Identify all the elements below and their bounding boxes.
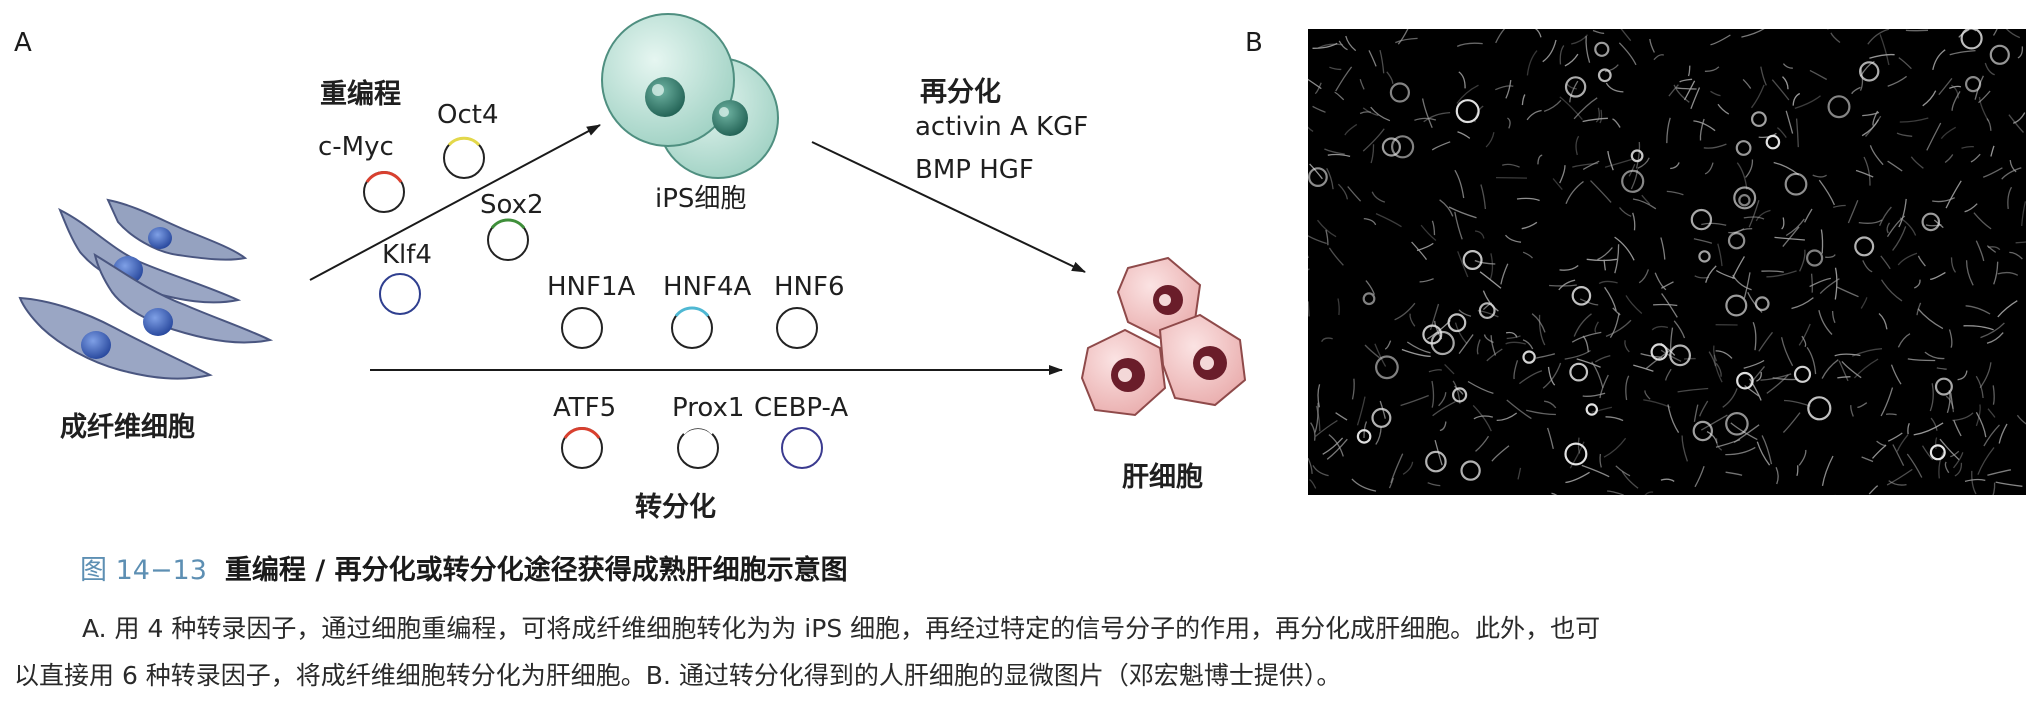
factor-label-klf4: Klf4 (382, 240, 432, 270)
fibroblast-cell (106, 198, 248, 261)
arrow-redifferentiation (811, 141, 1086, 273)
figure-title: 重编程 / 再分化或转分化途径获得成熟肝细胞示意图 (224, 555, 848, 586)
transdifferentiation-label: 转分化 (635, 492, 716, 523)
redifferentiation-label: 再分化 (920, 77, 1001, 108)
factor-label-hnf4a: HNF4A (663, 272, 752, 302)
plasmid-atf5 (561, 427, 603, 469)
signals-line-2: BMP HGF (915, 155, 1034, 185)
fibroblast-cell (18, 296, 213, 380)
factor-label-sox2: Sox2 (480, 190, 544, 220)
reprogramming-label: 重编程 (320, 79, 401, 110)
figure-caption-line-1: A. 用 4 种转录因子，通过细胞重编程，可将成纤维细胞转化为为 iPS 细胞，… (82, 614, 1601, 643)
ips-nucleus (712, 100, 748, 136)
figure-caption-line-2: 以直接用 6 种转录因子，将成纤维细胞转分化为肝细胞。B. 通过转分化得到的人肝… (14, 661, 1342, 690)
plasmid-prox1 (677, 424, 719, 469)
ips-cells (601, 13, 779, 179)
signals-line-1: activin A KGF (915, 112, 1089, 142)
hepatocyte-label: 肝细胞 (1122, 462, 1203, 493)
fibroblast-nucleus (143, 308, 173, 336)
reprogramming-diagram (18, 13, 1247, 469)
plasmid-hnf1a (561, 307, 603, 349)
fibroblast-nucleus (81, 331, 111, 359)
fibroblast-cells (18, 198, 274, 380)
ips-cell-label: iPS细胞 (655, 184, 747, 214)
factor-label-prox1: Prox1 (672, 393, 745, 423)
factor-label-cebpa: CEBP-A (754, 393, 849, 423)
hepatocyte-cells (1080, 256, 1247, 417)
plasmid-klf4 (379, 273, 421, 315)
plasmid-sox2 (487, 218, 529, 261)
factor-label-oct4: Oct4 (437, 100, 499, 130)
panel-b-letter: B (1245, 28, 1263, 58)
fibroblast-label: 成纤维细胞 (60, 412, 195, 443)
figure-number: 图 14−13 (80, 555, 207, 586)
factor-label-atf5: ATF5 (553, 393, 617, 423)
plasmid-oct4 (443, 136, 485, 179)
plasmid-cebpa (781, 427, 823, 469)
plasmid-hnf6 (776, 307, 818, 349)
fibroblast-nucleus (148, 227, 172, 249)
panel-a-letter: A (14, 28, 32, 58)
arrow-reprogramming (309, 124, 601, 281)
figure-caption-title: 图 14−13 重编程 / 再分化或转分化途径获得成熟肝细胞示意图 (80, 548, 848, 587)
plasmid-cmyc (363, 171, 405, 213)
factor-label-hnf1a: HNF1A (547, 272, 636, 302)
plasmid-hnf4a (671, 306, 713, 349)
fibroblast-cell (93, 252, 274, 344)
factor-label-cmyc: c-Myc (318, 132, 394, 162)
hepatocyte-micrograph (1308, 29, 2026, 495)
ips-nucleus (645, 77, 685, 117)
factor-label-hnf6: HNF6 (774, 272, 845, 302)
